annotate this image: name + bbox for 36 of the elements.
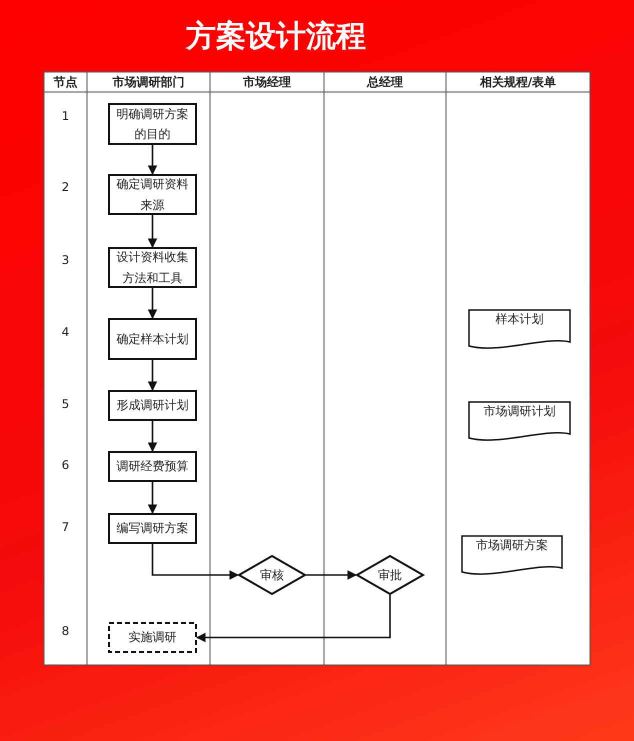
- column-header: 市场调研部门: [112, 74, 186, 91]
- row-number: 7: [60, 520, 70, 534]
- document-shape: 样本计划: [468, 309, 571, 350]
- arrow: [148, 145, 158, 175]
- row-number: 5: [60, 397, 70, 411]
- process-box: 确定样本计划: [108, 318, 197, 360]
- row-number: 6: [60, 458, 70, 472]
- arrow: [306, 570, 357, 580]
- decision-diamond: 审核: [238, 555, 306, 595]
- column-header: 节点: [52, 74, 78, 91]
- column-header: 总经理: [366, 74, 404, 91]
- process-box: 确定调研资料来源: [108, 174, 197, 215]
- row-number: 3: [60, 253, 70, 267]
- process-box: 明确调研方案的目的: [108, 103, 197, 145]
- arrow: [148, 215, 158, 248]
- arrow: [148, 482, 158, 514]
- process-box: 实施调研: [108, 622, 197, 653]
- row-number: 8: [60, 624, 70, 638]
- arrow: [152, 544, 239, 580]
- document-shape: 市场调研计划: [468, 401, 571, 442]
- process-box: 调研经费预算: [108, 451, 197, 482]
- page-title: 方案设计流程: [186, 18, 366, 56]
- process-box: 形成调研计划: [108, 390, 197, 421]
- arrow: [148, 421, 158, 452]
- column-header: 市场经理: [242, 74, 292, 91]
- column-header: 相关规程/表单: [478, 74, 558, 91]
- arrow: [148, 288, 158, 319]
- process-box: 设计资料收集方法和工具: [108, 247, 197, 288]
- arrow: [148, 360, 158, 391]
- decision-diamond: 审批: [356, 555, 424, 595]
- process-box: 编写调研方案: [108, 513, 197, 544]
- document-shape: 市场调研方案: [461, 535, 563, 576]
- arrow: [196, 595, 391, 642]
- row-number: 2: [60, 180, 70, 194]
- row-number: 1: [60, 109, 70, 123]
- row-number: 4: [60, 325, 70, 339]
